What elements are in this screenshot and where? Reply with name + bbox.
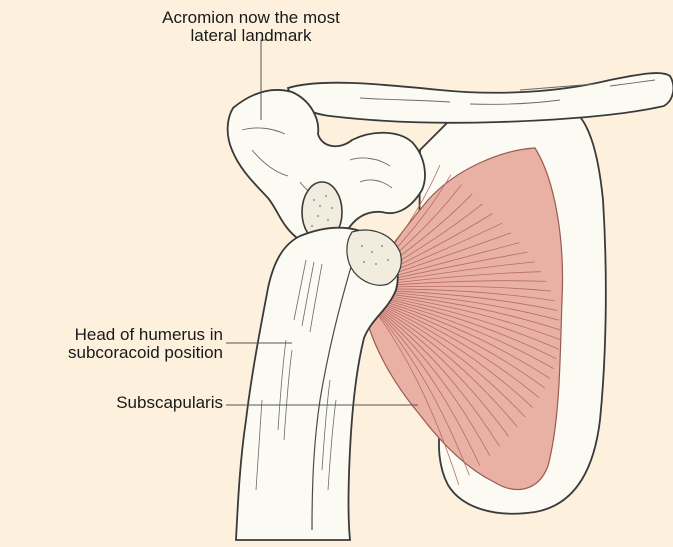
acromion-label-line2: lateral landmark [116, 27, 386, 45]
humerus-label-line2: subcoracoid position [2, 344, 223, 362]
acromion-label: Acromion now the most lateral landmark [116, 9, 386, 45]
subscapularis-label: Subscapularis [2, 394, 223, 412]
acromion-label-line1: Acromion now the most [116, 9, 386, 27]
clavicle [288, 73, 673, 123]
humerus-label-line1: Head of humerus in [2, 326, 223, 344]
humerus-label: Head of humerus in subcoracoid position [2, 326, 223, 362]
subscapularis-label-text: Subscapularis [2, 394, 223, 412]
